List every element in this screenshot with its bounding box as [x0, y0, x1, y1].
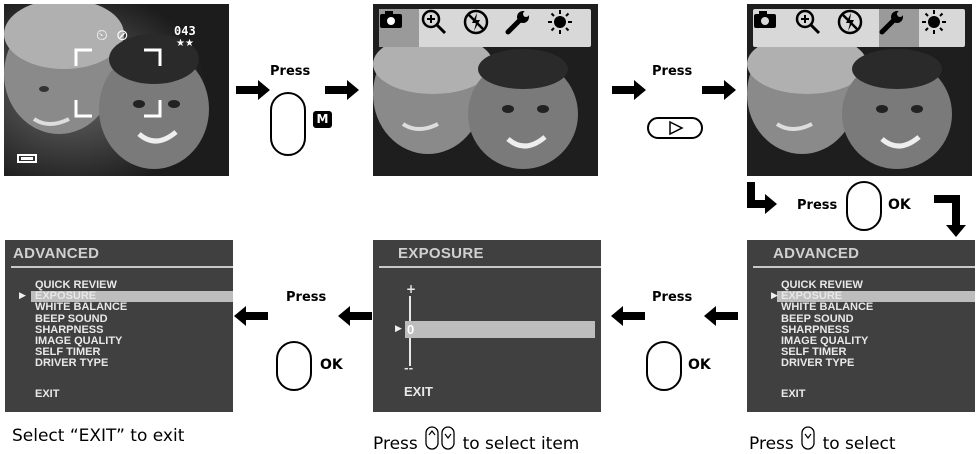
- photo-kids-1: [4, 4, 229, 176]
- press-label-1: Press: [270, 64, 311, 79]
- menu-item[interactable]: QUICK REVIEW: [781, 279, 863, 291]
- menu-item[interactable]: SHARPNESS: [35, 323, 104, 336]
- flash-off-icon[interactable]: [463, 9, 503, 47]
- right-button[interactable]: [647, 117, 703, 139]
- flow-arrow-right-down: [934, 195, 966, 237]
- battery-icon: [17, 154, 37, 163]
- menu-exit[interactable]: EXIT: [781, 388, 806, 400]
- play-right-icon: [669, 120, 684, 136]
- ok-label-1: OK: [888, 197, 911, 213]
- menu-cursor-icon: ▶: [771, 291, 778, 301]
- flow-arrow-left-2b: [704, 306, 738, 326]
- exposure-value[interactable]: 0: [407, 322, 415, 337]
- brightness-icon[interactable]: [547, 9, 587, 47]
- menu-item[interactable]: BEEP SOUND: [35, 312, 108, 325]
- caption-press: Press: [749, 434, 794, 454]
- wrench-icon[interactable]: [879, 9, 919, 47]
- press-label-4: Press: [286, 290, 327, 305]
- flow-arrow-left-2a: [611, 306, 645, 326]
- zoom-in-icon[interactable]: [795, 9, 835, 47]
- mode-toolbar-2: [753, 9, 965, 47]
- menu-item[interactable]: IMAGE QUALITY: [35, 334, 123, 347]
- self-timer-icon: ⏲: [96, 26, 108, 44]
- focus-frame: [74, 48, 162, 118]
- down-button-icon: [801, 426, 815, 450]
- menu-item[interactable]: DRIVER TYPE: [781, 357, 855, 370]
- menu-divider: [753, 266, 975, 268]
- exposure-highlight: [405, 321, 595, 338]
- menu-item[interactable]: DRIVER TYPE: [35, 357, 109, 370]
- menu-item[interactable]: IMAGE QUALITY: [781, 334, 869, 347]
- ok-label-2: OK: [320, 357, 343, 373]
- press-label-2: Press: [652, 64, 693, 79]
- camera-icon[interactable]: [753, 9, 793, 47]
- flow-arrow-left-1a: [234, 306, 268, 326]
- press-label-5: Press: [652, 290, 693, 305]
- caption-press: Press: [373, 434, 418, 454]
- caption-to-select: to select: [822, 434, 896, 454]
- advanced-menu-left: ADVANCED ▶ QUICK REVIEW EXPOSURE WHITE B…: [5, 240, 233, 412]
- flow-arrow-down-right: [747, 182, 777, 214]
- camera-preview-screen-3: [747, 4, 972, 176]
- press-label-3: Press: [797, 198, 838, 213]
- flash-off-icon[interactable]: [837, 9, 877, 47]
- caption-exit: Select “EXIT” to exit: [12, 426, 185, 446]
- menu-item[interactable]: SHARPNESS: [781, 323, 850, 336]
- menu-highlight: [777, 291, 975, 302]
- flow-arrow-right-2b: [702, 80, 736, 100]
- mode-toolbar-1: [379, 9, 591, 47]
- menu-title: ADVANCED: [773, 245, 860, 262]
- ok-button-oval-1[interactable]: [846, 181, 882, 231]
- menu-item[interactable]: BEEP SOUND: [781, 312, 854, 325]
- brightness-icon[interactable]: [921, 9, 961, 47]
- flash-off-icon: ⊘: [116, 26, 129, 44]
- menu-item[interactable]: QUICK REVIEW: [35, 279, 117, 291]
- m-button-icon: M: [313, 111, 332, 128]
- menu-item-selected[interactable]: EXPOSURE: [35, 290, 97, 303]
- menu-item[interactable]: WHITE BALANCE: [35, 301, 128, 314]
- ok-button-oval-2[interactable]: [276, 341, 312, 391]
- menu-exit[interactable]: EXIT: [35, 388, 60, 400]
- menu-exit[interactable]: EXIT: [404, 384, 433, 399]
- menu-item[interactable]: SELF TIMER: [35, 346, 101, 359]
- menu-cursor-icon: ▶: [395, 324, 402, 334]
- ok-button-oval-3[interactable]: [646, 341, 682, 391]
- exposure-menu: EXPOSURE + ▶ 0 -- EXIT: [373, 240, 601, 412]
- flow-arrow-right-1b: [325, 80, 359, 100]
- exposure-plus: +: [406, 282, 417, 296]
- menu-item[interactable]: SELF TIMER: [781, 346, 847, 359]
- zoom-in-icon[interactable]: [421, 9, 461, 47]
- caption-select-item: Press to select item: [373, 426, 579, 454]
- camera-preview-screen-1: ⏲ ⊘ 043 ★★: [4, 4, 229, 176]
- menu-divider: [379, 266, 601, 268]
- caption-select: Press to select: [749, 426, 896, 454]
- camera-icon[interactable]: [379, 9, 419, 47]
- quality-stars: ★★: [176, 38, 194, 49]
- up-down-buttons-icon: [425, 426, 455, 450]
- shot-count: 043: [174, 24, 196, 38]
- wrench-icon[interactable]: [505, 9, 545, 47]
- menu-cursor-icon: ▶: [19, 291, 26, 301]
- button-oval-1[interactable]: [270, 92, 306, 156]
- menu-highlight: [31, 291, 233, 302]
- exposure-minus: --: [404, 362, 414, 375]
- menu-title: ADVANCED: [13, 245, 100, 262]
- advanced-menu-right: ADVANCED ▶ QUICK REVIEW EXPOSURE WHITE B…: [747, 240, 975, 412]
- flow-arrow-right-1a: [236, 80, 270, 100]
- menu-title: EXPOSURE: [398, 245, 484, 262]
- flow-arrow-left-1b: [338, 306, 372, 326]
- camera-preview-screen-2: [373, 4, 598, 176]
- menu-item-selected[interactable]: EXPOSURE: [781, 290, 843, 303]
- caption-to-select-item: to select item: [462, 434, 580, 454]
- flow-arrow-right-2a: [612, 80, 646, 100]
- menu-divider: [11, 266, 233, 268]
- ok-label-3: OK: [688, 357, 711, 373]
- menu-item[interactable]: WHITE BALANCE: [781, 301, 874, 314]
